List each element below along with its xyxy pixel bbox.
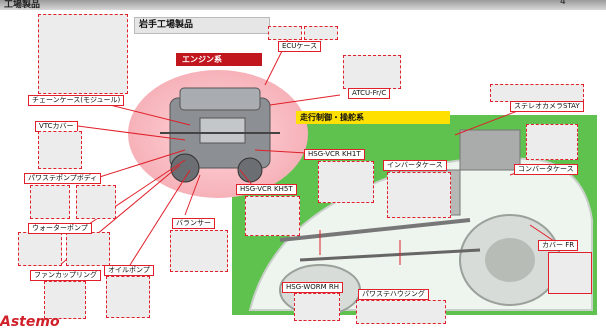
ps-housing-photo: [356, 300, 446, 324]
steering-control-banner: 走行制御・操舵系: [296, 111, 450, 124]
ps-pump-body-photo-1: [30, 185, 70, 219]
stereo-camera-stay-photo: [490, 84, 584, 102]
stereo-camera-stay-label: ステレオカメラSTAY: [510, 101, 584, 112]
oil-pump-photo: [106, 276, 150, 318]
water-pump-photo-2: [66, 232, 110, 266]
ecu-case-label: ECUケース: [278, 41, 322, 52]
hsg-vcr-kh1t-photo: [318, 161, 374, 203]
engine-system-banner: エンジン系: [176, 53, 262, 66]
hsg-vcr-kh5t-label: HSG-VCR KH5T: [236, 184, 297, 195]
fan-coupling-photo: [44, 281, 86, 319]
inverter-case-label: インバータケース: [383, 160, 447, 171]
cover-fr-label: カバー FR: [538, 240, 579, 251]
converter-case-label: コンバータケース: [514, 164, 578, 175]
vtc-cover-photo: [38, 131, 82, 169]
hsg-vcr-kh5t-photo: [245, 196, 300, 236]
ps-pump-body-photo-2: [76, 185, 116, 219]
ecu-case-photo-1: [268, 26, 302, 40]
ps-housing-label: パワステハウジング: [358, 289, 429, 300]
hsg-worm-rh-photo: [294, 293, 340, 321]
water-pump-label: ウォーターポンプ: [28, 223, 92, 234]
atcu-fc-photo: [343, 55, 401, 89]
oil-pump-label: オイルポンプ: [104, 265, 154, 276]
converter-case-photo: [526, 124, 578, 160]
ecu-case-photo-2: [304, 26, 338, 40]
chain-case-photo: [38, 14, 128, 94]
cover-fr-photo: [548, 252, 592, 294]
water-pump-photo-1: [18, 232, 62, 266]
inverter-case-photo: [387, 172, 451, 218]
ps-pump-body-label: パワステポンプボディ: [24, 173, 102, 184]
hsg-vcr-kh1t-label: HSG-VCR KH1T: [304, 149, 365, 160]
balancer-label: バランサー: [172, 218, 215, 229]
engine-illustration: [160, 87, 280, 183]
factory-products-banner: 岩手工場製品: [134, 17, 270, 34]
page-number: 4: [560, 0, 566, 7]
hsg-worm-rh-label: HSG-WORM RH: [282, 282, 344, 293]
chain-case-label: チェーンケース(モジュール): [28, 95, 125, 106]
atcu-fc-label: ATCU-Fr/C: [348, 88, 391, 99]
page-title: 工場製品: [4, 0, 41, 10]
fan-coupling-label: ファンカップリング: [30, 270, 101, 281]
top-header-bar: [0, 0, 606, 10]
balancer-photo: [170, 230, 228, 272]
astemo-logo: Astemo: [0, 314, 60, 330]
